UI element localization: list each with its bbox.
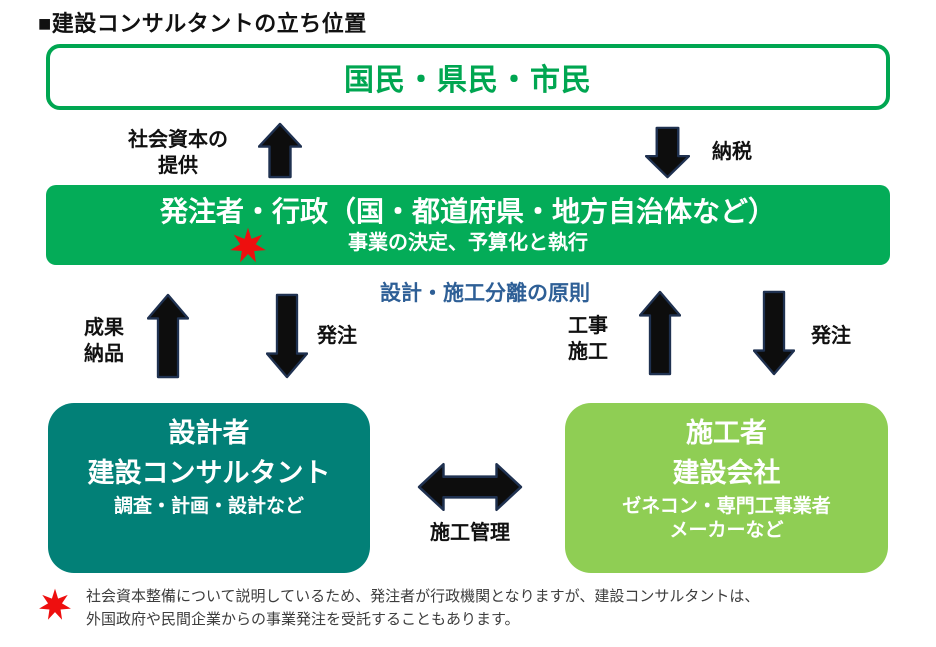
order-left-label: 発注: [317, 325, 357, 347]
tax-label: 納税: [712, 141, 752, 163]
page-title: ■建設コンサルタントの立ち位置: [38, 11, 367, 36]
tax-down-arrow-icon: [645, 126, 690, 179]
burst-star-icon: [229, 227, 267, 265]
designer-box-title: 設計者: [168, 418, 250, 448]
construction-up-arrow-icon: [639, 290, 681, 376]
designer-box-note: 調査・計画・設計など: [113, 495, 304, 517]
order-left-down-arrow-icon: [266, 293, 308, 379]
deliverables-label: 成果 納品: [72, 315, 136, 367]
builder-box-subtitle: 建設会社: [672, 457, 781, 488]
construction-work-label-line1: 工事: [568, 315, 608, 337]
footnote-burst-star-icon: [38, 586, 72, 624]
builder-box: 施工者 建設会社 ゼネコン・専門工事業者 メーカーなど: [565, 403, 888, 573]
social-capital-label-line2: 提供: [158, 155, 198, 177]
principle-label: 設計・施工分離の原則: [380, 282, 590, 305]
footnote-line1: 社会資本整備について説明しているため、発注者が行政機関となりますが、建設コンサル…: [86, 588, 760, 605]
footnote-line2: 外国政府や民間企業からの事業発注を受託することもあります。: [86, 610, 520, 628]
construction-work-label-line2: 施工: [568, 341, 608, 363]
social-capital-up-arrow-icon: [258, 122, 302, 179]
citizens-label: 国民・県民・市民: [344, 64, 592, 97]
citizens-box: 国民・県民・市民: [46, 44, 890, 110]
order-right-label: 発注: [811, 325, 851, 347]
builder-box-note-line2: メーカーなど: [669, 520, 784, 542]
social-capital-label-line1: 社会資本の: [128, 129, 228, 151]
owner-box-subtitle: 事業の決定、予算化と執行: [348, 231, 588, 254]
double-arrow-icon: [417, 461, 523, 513]
construction-work-label: 工事 施工: [556, 313, 620, 365]
deliverables-up-arrow-icon: [147, 293, 189, 379]
owner-box-title: 発注者・行政（国・都道府県・地方自治体など）: [159, 196, 776, 228]
designer-box-subtitle: 建設コンサルタント: [87, 457, 331, 488]
builder-box-title: 施工者: [686, 418, 767, 448]
order-right-down-arrow-icon: [753, 290, 795, 376]
owner-box: 発注者・行政（国・都道府県・地方自治体など） 事業の決定、予算化と執行: [46, 185, 890, 265]
social-capital-label: 社会資本の 提供: [108, 127, 248, 179]
construction-management-label: 施工管理: [430, 522, 510, 544]
footnote-text: 社会資本整備について説明しているため、発注者が行政機関となりますが、建設コンサル…: [86, 586, 759, 631]
deliverables-label-line1: 成果: [84, 317, 124, 339]
deliverables-label-line2: 納品: [84, 343, 124, 365]
designer-box: 設計者 建設コンサルタント 調査・計画・設計など: [48, 403, 370, 573]
builder-box-note-line1: ゼネコン・専門工事業者: [622, 495, 831, 517]
